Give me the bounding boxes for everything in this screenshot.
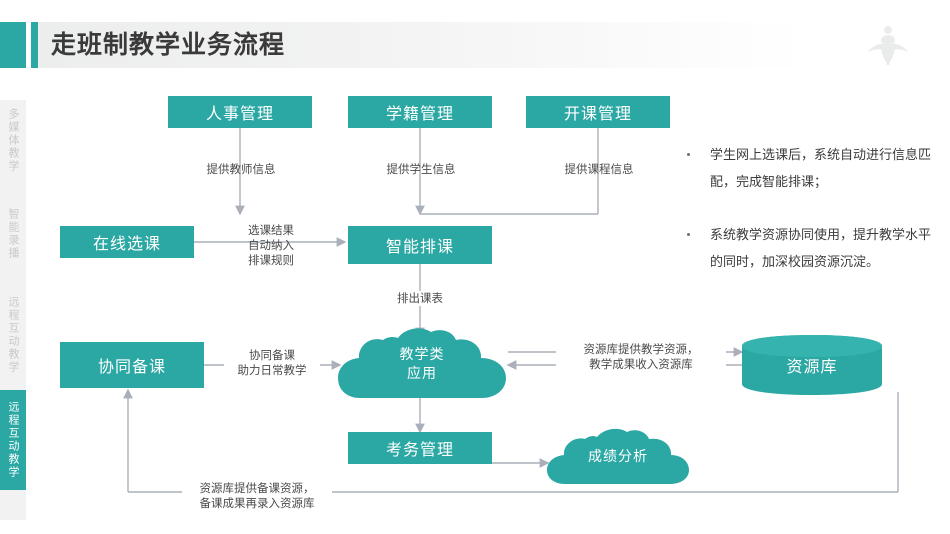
sidebar-item-smart-recording[interactable]: 智能录播 [0, 204, 26, 264]
bullet-dot-icon [687, 153, 690, 156]
edge-label-line2: 备课成果再录入资源库 [199, 496, 315, 510]
bullet-dot-icon [687, 233, 690, 236]
page-header: 走班制教学业务流程 [0, 22, 950, 68]
page-title: 走班制教学业务流程 [51, 30, 286, 59]
sidebar-item-label: 多媒体教学 [7, 107, 20, 173]
node-resource-library[interactable]: 资源库 [742, 335, 882, 395]
node-online-selection[interactable]: 在线选课 [60, 226, 194, 258]
edge-label-line1: 选课结果 [248, 223, 294, 237]
note-text: 学生网上选课后，系统自动进行信息匹配，完成智能排课； [710, 148, 932, 190]
node-label: 协同备课 [97, 357, 166, 376]
edge-label-line2: 教学成果收入资源库 [589, 357, 693, 371]
node-label: 人事管理 [205, 104, 274, 123]
edge-label-course-info: 提供课程信息 [564, 162, 634, 176]
edge-label-line3: 排课规则 [248, 253, 294, 267]
header-accent-bar-wide [0, 22, 26, 68]
node-label: 开课管理 [563, 104, 632, 123]
sidebar-item-label: 远程互动教学 [7, 401, 20, 479]
sidebar-item-remote-interactive-teaching-active[interactable]: 远程互动教学 [0, 390, 26, 490]
edge-label-line1: 资源库提供教学资源， [583, 342, 699, 356]
node-label: 在线选课 [92, 234, 161, 253]
tree-emblem-logo-icon [866, 24, 910, 66]
node-teaching-apps-cloud[interactable]: 教学类 应用 [336, 328, 508, 402]
edge-label-line2: 自动纳入 [248, 238, 294, 252]
edge-label-collab-prep: 协同备课 助力日常教学 [224, 348, 320, 378]
edge-label-timetable-output: 排出课表 [386, 291, 454, 306]
node-label: 学籍管理 [385, 104, 454, 123]
sidebar-item-label: 远程互动教学 [7, 296, 20, 374]
header-background [36, 22, 806, 68]
node-collaborative-prep[interactable]: 协同备课 [60, 342, 204, 388]
note-bullet-1: 学生网上选课后，系统自动进行信息匹配，完成智能排课； [684, 142, 940, 196]
note-bullet-2: 系统教学资源协同使用，提升教学水平的同时，加深校园资源沉淀。 [684, 222, 940, 276]
sidebar-item-remote-interactive-teaching[interactable]: 远程互动教学 [0, 292, 26, 378]
node-label: 智能排课 [385, 237, 454, 256]
edge-label-selection-result: 选课结果 自动纳入 排课规则 [248, 223, 294, 268]
node-course-offering[interactable]: 开课管理 [526, 96, 670, 128]
left-sidebar: 多媒体教学 智能录播 远程互动教学 远程互动教学 [0, 100, 26, 520]
node-hr-management[interactable]: 人事管理 [168, 96, 312, 128]
node-smart-scheduling[interactable]: 智能排课 [348, 226, 492, 264]
edge-label-teacher-info: 提供教师信息 [206, 162, 276, 176]
notes-list: 学生网上选课后，系统自动进行信息匹配，完成智能排课； 系统教学资源协同使用，提升… [684, 142, 940, 302]
edge-label-prep-resource: 资源库提供备课资源， 备课成果再录入资源库 [182, 481, 332, 511]
edge-label-line2: 助力日常教学 [237, 363, 307, 377]
edge-label-line1: 协同备课 [249, 348, 295, 362]
node-student-records[interactable]: 学籍管理 [348, 96, 492, 128]
sidebar-item-label: 智能录播 [7, 208, 20, 260]
edge-label-line1: 资源库提供备课资源， [199, 481, 315, 495]
node-label: 资源库 [786, 357, 838, 376]
node-exam-management[interactable]: 考务管理 [348, 432, 492, 464]
edge-label-student-info: 提供学生信息 [386, 162, 456, 176]
sidebar-item-multimedia-teaching[interactable]: 多媒体教学 [0, 104, 26, 176]
node-label: 考务管理 [385, 440, 454, 459]
node-score-analysis-cloud[interactable]: 成绩分析 [545, 428, 691, 486]
note-text: 系统教学资源协同使用，提升教学水平的同时，加深校园资源沉淀。 [710, 228, 932, 270]
edge-label-resource-exchange: 资源库提供教学资源， 教学成果收入资源库 [556, 342, 726, 372]
header-accent-bar-thin [31, 22, 38, 68]
